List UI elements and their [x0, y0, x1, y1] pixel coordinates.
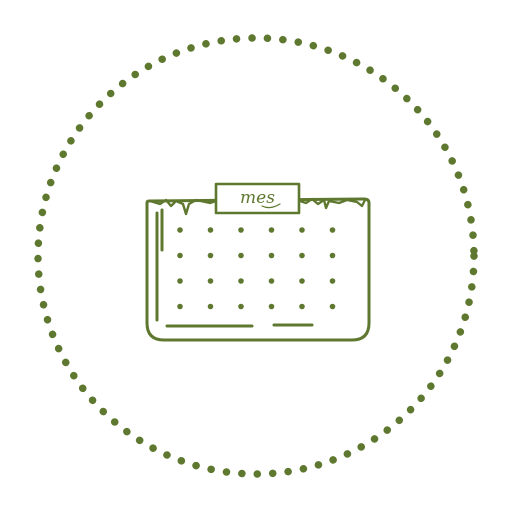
day-dot: [299, 252, 305, 259]
calendar-label: mes: [240, 188, 275, 208]
calendar-body: [145, 197, 371, 342]
label-tab: [214, 182, 301, 215]
day-dot: [329, 303, 336, 310]
day-dot: [177, 303, 183, 310]
day-dot: [268, 227, 275, 233]
day-dot: [299, 227, 305, 233]
day-dot: [207, 227, 214, 233]
day-dot: [177, 252, 183, 259]
calendar-bottom-lines: [165, 323, 314, 328]
day-dot: [177, 227, 183, 233]
day-dot: [299, 278, 305, 284]
day-dot: [268, 303, 275, 310]
day-dot: [329, 278, 336, 284]
day-dot: [329, 252, 336, 259]
day-dot: [238, 227, 244, 233]
day-dot: [238, 278, 244, 284]
day-dot: [207, 278, 214, 284]
calendar-icon: [145, 182, 371, 342]
calendar-side-highlight: [155, 208, 164, 322]
day-dot: [238, 252, 244, 259]
day-dots: [177, 227, 336, 310]
day-dot: [207, 252, 214, 259]
label-flourish: [261, 203, 281, 209]
day-dot: [329, 227, 336, 233]
calendar-top-drips: [148, 197, 367, 216]
day-dot: [268, 278, 275, 284]
day-dot: [238, 303, 244, 310]
day-dot: [268, 252, 275, 259]
day-dot: [207, 303, 214, 310]
day-dot: [299, 303, 305, 310]
dotted-ring: [34, 34, 478, 478]
day-dot: [177, 278, 183, 284]
